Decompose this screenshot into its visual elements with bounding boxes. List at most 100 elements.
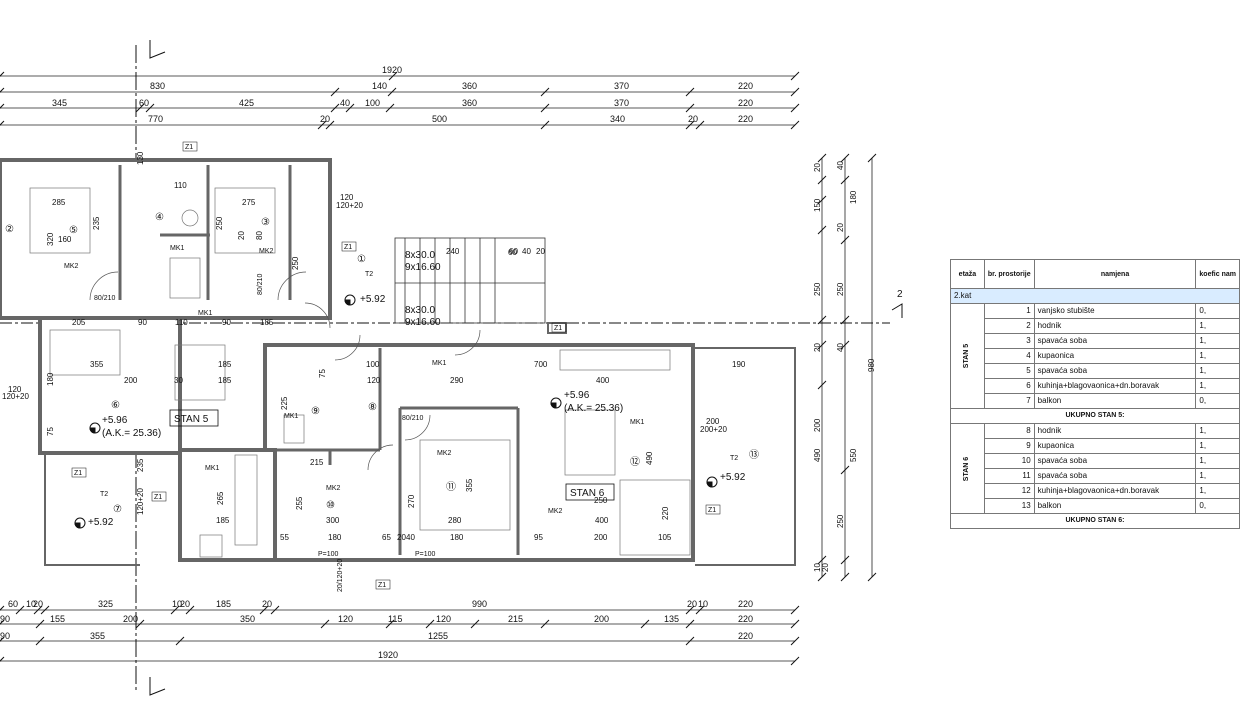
dimension-tick	[259, 605, 269, 615]
room-number-10: ⑩	[326, 500, 335, 511]
bed-icon	[419, 439, 511, 531]
dimension-tick	[695, 120, 705, 130]
dim-label: 180	[46, 372, 55, 386]
interior-dimensions: 285 110 275 235 120 120+20 320 80 20 250…	[2, 151, 746, 592]
dim-label: 185	[260, 318, 274, 327]
room-name: spavaća soba	[1033, 333, 1197, 349]
level-marker-icon	[344, 294, 356, 306]
dim-label: 20	[836, 223, 845, 232]
tag-t2: T2	[730, 455, 738, 462]
dim-label: 120	[367, 376, 381, 385]
dim-label: 65	[382, 533, 391, 542]
tag-mk2: MK2	[64, 263, 79, 270]
dim-label: 20	[237, 231, 246, 240]
room-coef: 0,	[1195, 393, 1240, 409]
dim-label: 20	[821, 563, 830, 572]
room-num: 5	[983, 363, 1035, 379]
total-stan-6: UKUPNO STAN 6:	[950, 513, 1240, 529]
dim-label: 830	[150, 81, 165, 91]
level-marker-icon	[74, 517, 86, 529]
dimension-tick	[840, 465, 850, 475]
dimension-tick	[175, 636, 185, 646]
dim-label: 90	[222, 318, 231, 327]
dim-label: 150	[813, 198, 822, 212]
dim-label: 20	[397, 533, 406, 542]
dim-label: 90	[0, 614, 10, 624]
dim-label: 90	[0, 631, 10, 641]
dim-label: 155	[50, 614, 65, 624]
dimension-tick	[135, 619, 145, 629]
level-label: +5.92	[88, 517, 114, 528]
kitchen-counter-icon	[234, 454, 258, 546]
dimension-tick	[685, 103, 695, 113]
dim-label: 290	[450, 376, 464, 385]
top-dimensions: 1920 830 140 360 370 220 345 60 425 40 1…	[52, 65, 753, 124]
tag-mk2: MK2	[437, 450, 452, 457]
room-name: kuhinja+blagovaonica+dn.boravak	[1033, 378, 1197, 394]
dim-label: 60	[508, 248, 517, 257]
dim-label: 120+20	[136, 488, 145, 515]
dim-label: 190	[732, 360, 746, 369]
dim-label: 135	[664, 614, 679, 624]
room-coef: 1,	[1195, 333, 1240, 349]
room-number-9: ⑨	[311, 406, 320, 417]
dimension-tick	[145, 103, 155, 113]
level-label: +5.96	[102, 415, 128, 426]
dim-label: 250	[836, 282, 845, 296]
dimension-tick	[388, 71, 398, 81]
dim-label: 360	[462, 81, 477, 91]
dim-label: 120	[8, 385, 22, 394]
dim-label: 10	[26, 599, 36, 609]
dim-label: 220	[738, 98, 753, 108]
dim-label: 120+20	[2, 392, 29, 401]
room-coef: 1,	[1195, 348, 1240, 364]
apartment-labels: STAN 5 STAN 6	[169, 409, 615, 501]
dimension-tick	[135, 103, 145, 113]
dimension-tick	[387, 87, 397, 97]
tag-mk1: MK1	[198, 310, 213, 317]
room-number-3: ③	[261, 217, 270, 228]
tag-z1: Z1	[185, 144, 193, 151]
header-room: br. prostorije	[983, 259, 1035, 289]
dimension-tick	[840, 153, 850, 163]
dim-label: 180	[328, 533, 342, 542]
dim-label: 770	[148, 114, 163, 124]
door-size-label: 80/210	[94, 295, 116, 302]
dimension-tick	[425, 619, 435, 629]
room-coef: 0,	[1195, 303, 1240, 319]
dimension-tick	[540, 619, 550, 629]
room-num: 13	[983, 498, 1035, 514]
room-name: spavaća soba	[1033, 363, 1197, 379]
dimension-ticks	[0, 71, 877, 666]
room-name: balkon	[1033, 498, 1197, 514]
dim-label: 250	[291, 256, 300, 270]
dim-label: 200	[124, 376, 138, 385]
section-marker-label: 2	[897, 289, 903, 300]
tag-mk1: MK1	[170, 245, 185, 252]
level-label: +5.96	[564, 390, 590, 401]
tag-t2: T2	[100, 491, 108, 498]
dim-label: 340	[610, 114, 625, 124]
dimension-tick	[35, 619, 45, 629]
dim-label: 55	[280, 533, 289, 542]
dim-label: 205	[72, 318, 86, 327]
dimension-tick	[817, 153, 827, 163]
dimension-tick	[0, 619, 5, 625]
ak-label: (A.K.= 25.36)	[102, 428, 161, 439]
dim-label: 700	[534, 360, 548, 369]
sofa-icon	[49, 329, 121, 376]
total-stan-5: UKUPNO STAN 5:	[950, 408, 1240, 424]
dimension-tick	[330, 103, 340, 113]
dim-label: 200+20	[700, 425, 727, 434]
room-num: 2	[983, 318, 1035, 334]
dimension-tick	[40, 605, 50, 615]
dim-label: 255	[295, 496, 304, 510]
dim-label: 40	[836, 161, 845, 170]
room-coef: 1,	[1195, 453, 1240, 469]
level-marker-icon	[706, 476, 718, 488]
dim-label: 285	[52, 198, 66, 207]
dimension-tick	[840, 340, 850, 350]
dimension-tick	[867, 572, 877, 582]
dim-label: 235	[136, 458, 145, 472]
tag-z1: Z1	[378, 582, 386, 589]
